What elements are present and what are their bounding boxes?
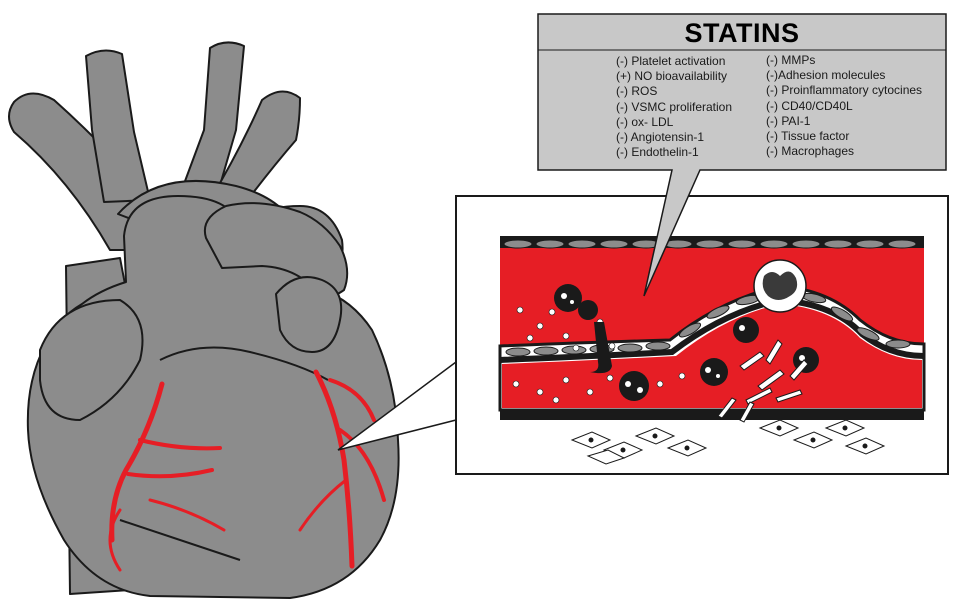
artery-cross-section-icon xyxy=(500,236,924,422)
effect-item: (-) Macrophages xyxy=(766,144,922,159)
effect-item: (-) Platelet activation xyxy=(616,54,732,69)
effect-item: (+) NO bioavailability xyxy=(616,69,732,84)
effect-item: (-) Angiotensin-1 xyxy=(616,130,732,145)
effect-item: (-) ox- LDL xyxy=(616,115,732,130)
foam-cell-cluster-icon xyxy=(754,260,806,312)
effect-item: (-) Endothelin-1 xyxy=(616,145,732,160)
callout-title: STATINS xyxy=(538,18,946,49)
effect-item: (-) PAI-1 xyxy=(766,114,922,129)
right-atrium-icon xyxy=(276,277,341,352)
effect-item: (-) CD40/CD40L xyxy=(766,99,922,114)
effect-item: (-) VSMC proliferation xyxy=(616,100,732,115)
effect-item: (-) MMPs xyxy=(766,53,922,68)
right-effects-list: (-) MMPs (-)Adhesion molecules (-) Proin… xyxy=(766,53,922,159)
effect-item: (-) ROS xyxy=(616,84,732,99)
effect-item: (-) Tissue factor xyxy=(766,129,922,144)
effect-item: (-) Proinflammatory cytocines xyxy=(766,83,922,98)
statins-callout: STATINS (-) Platelet activation (+) NO b… xyxy=(538,14,946,170)
left-effects-list: (-) Platelet activation (+) NO bioavaila… xyxy=(616,54,732,160)
heart-illustration-icon xyxy=(9,42,399,598)
effect-item: (-)Adhesion molecules xyxy=(766,68,922,83)
